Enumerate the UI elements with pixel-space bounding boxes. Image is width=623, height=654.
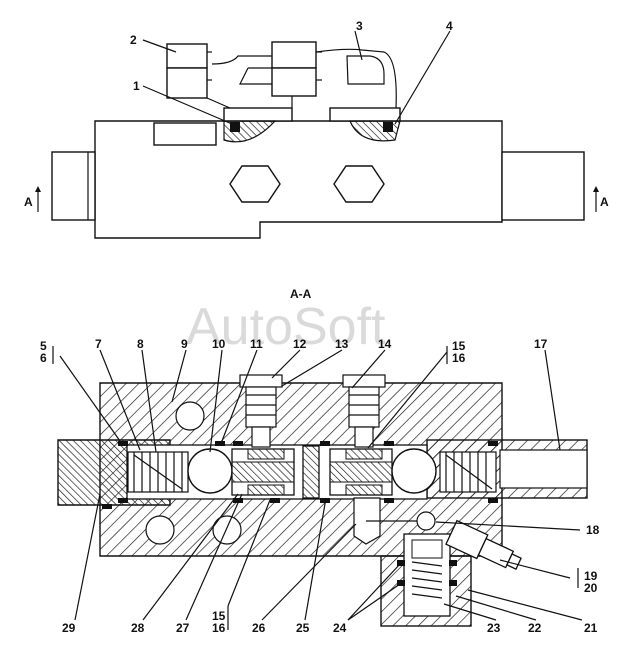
callout-16-top: 16: [452, 351, 466, 365]
sensor-2-upper: [166, 43, 208, 69]
cable-3: [346, 55, 385, 85]
ball-18: [416, 511, 436, 531]
sensor-center-lower: [271, 67, 317, 97]
ball-10: [187, 448, 233, 494]
top-view-right-boss: [501, 151, 585, 221]
callout-3: 3: [356, 19, 363, 33]
angled-fitting: [445, 519, 522, 570]
seals: [102, 441, 498, 586]
relief-valve: [366, 511, 451, 617]
top-view-body: [94, 120, 503, 239]
section-title: A-A: [290, 287, 312, 301]
leader-lines: [52, 30, 583, 630]
callout-7: 7: [95, 337, 102, 351]
left-spring: [127, 451, 189, 493]
callout-19: 19: [584, 569, 598, 583]
port-lower-left: [145, 515, 175, 545]
top-view: A A: [24, 41, 609, 239]
callout-10: 10: [212, 337, 226, 351]
callout-4: 4: [446, 19, 453, 33]
callout-26: 26: [252, 621, 266, 635]
left-piston: [231, 448, 295, 496]
callout-16-bottom: 16: [212, 621, 226, 635]
top-plug-left: [239, 374, 283, 448]
callout-1: 1: [133, 79, 140, 93]
callout-5: 5: [40, 339, 47, 353]
callout-25: 25: [296, 621, 310, 635]
port-upper-left: [175, 401, 205, 431]
watermark: AutoSoft: [186, 298, 386, 356]
callout-11: 11: [250, 337, 263, 351]
section-mark-left: A: [24, 195, 33, 209]
right-piston: [329, 448, 393, 496]
callout-8: 8: [137, 337, 144, 351]
callout-2: 2: [130, 33, 137, 47]
right-spring: [439, 451, 497, 493]
callout-23: 23: [487, 621, 501, 635]
hex-nut-right: [333, 165, 385, 203]
sensor-2-lower: [166, 67, 208, 99]
ball-right: [391, 448, 437, 494]
port-lower-mid: [212, 515, 242, 545]
callout-15-top: 15: [452, 339, 466, 353]
callout-22: 22: [528, 621, 542, 635]
callout-numbers: 2 3 4 1 5 6 7 8 9 10 11 12 13 14 15 16 1…: [40, 19, 600, 635]
top-view-window: [153, 122, 217, 146]
callout-24: 24: [333, 621, 347, 635]
hex-nut-left: [229, 165, 281, 203]
callout-18: 18: [586, 523, 600, 537]
callout-6: 6: [40, 351, 47, 365]
callout-9: 9: [181, 337, 188, 351]
callout-20: 20: [584, 581, 598, 595]
center-divider: [302, 445, 320, 499]
callout-13: 13: [335, 337, 349, 351]
callout-28: 28: [131, 621, 145, 635]
callout-27: 27: [176, 621, 190, 635]
callout-12: 12: [293, 337, 307, 351]
section-mark-right: A: [600, 195, 609, 209]
top-plug-right: [342, 374, 386, 448]
section-view: [57, 374, 588, 627]
sensor-center-upper: [271, 41, 317, 69]
callout-15-bottom: 15: [212, 609, 226, 623]
callout-14: 14: [378, 337, 392, 351]
callout-17: 17: [534, 337, 548, 351]
callout-29: 29: [62, 621, 76, 635]
callout-21: 21: [584, 621, 598, 635]
